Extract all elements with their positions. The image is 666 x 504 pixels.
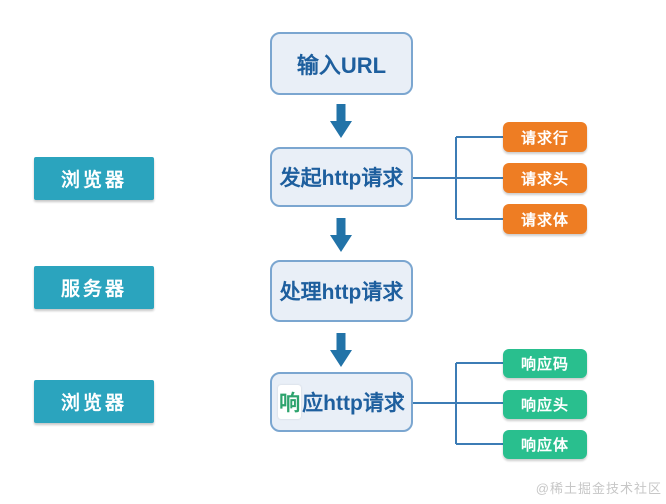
request-branch-lines — [413, 136, 503, 220]
node-process-http-request: 处理http请求 — [270, 260, 413, 322]
node-response-body: 响应体 — [503, 430, 587, 459]
node-request-line: 请求行 — [503, 122, 587, 152]
node-response-header: 响应头 — [503, 390, 587, 419]
lane-server: 服务器 — [34, 266, 154, 309]
node-request-header: 请求头 — [503, 163, 587, 193]
node-response-code: 响应码 — [503, 349, 587, 378]
watermark: @稀土掘金技术社区 — [535, 481, 662, 496]
node-respond-rest-text: 应http请求 — [302, 392, 405, 415]
node-send-http-request: 发起http请求 — [270, 147, 413, 207]
node-enter-url: 输入URL — [270, 32, 413, 95]
lane-browser-top: 浏览器 — [34, 157, 154, 200]
lane-browser-bottom: 浏览器 — [34, 380, 154, 423]
highlighted-char: 响 — [278, 385, 302, 419]
arrow-down-icon — [329, 104, 353, 138]
arrow-down-icon — [329, 333, 353, 367]
response-branch-lines — [413, 362, 503, 445]
arrow-down-icon — [329, 218, 353, 252]
node-respond-http-request: 响应http请求 — [270, 372, 413, 432]
node-request-body: 请求体 — [503, 204, 587, 234]
